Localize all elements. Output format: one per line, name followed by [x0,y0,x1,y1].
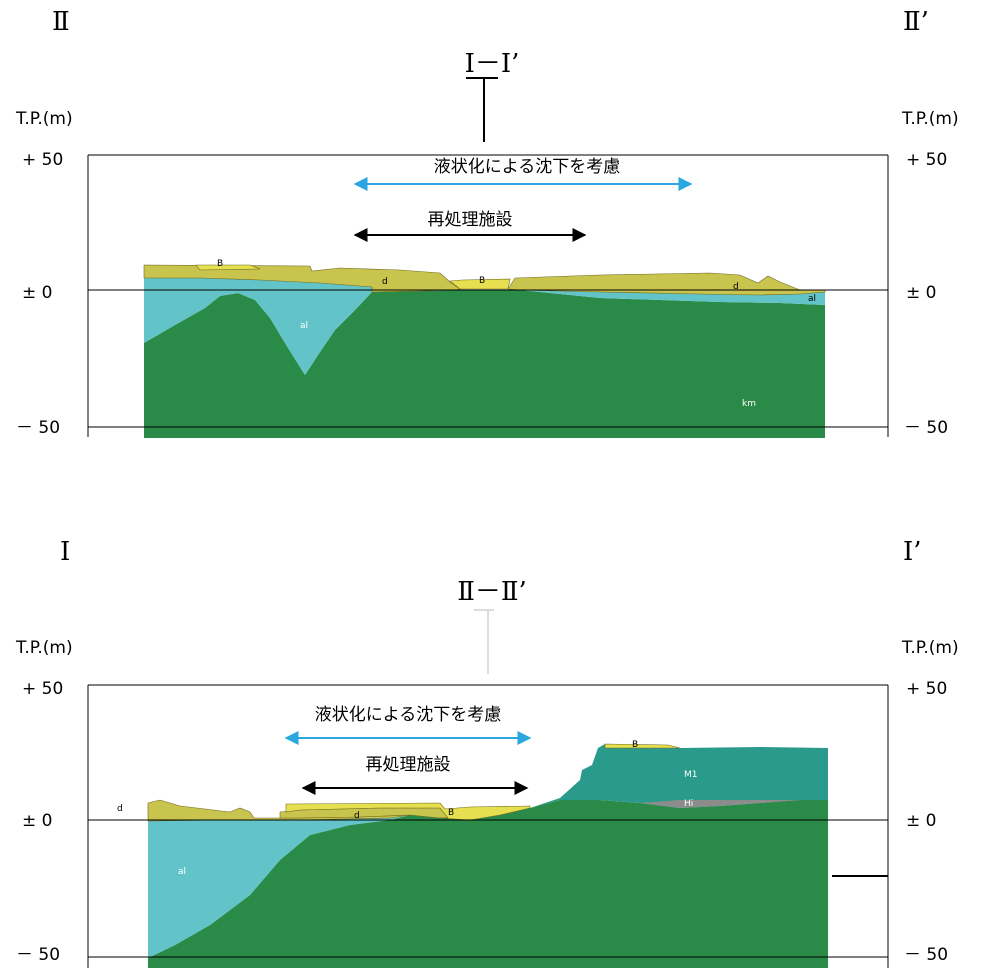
section-top-label-B2: B [479,276,485,286]
section-top-zero-right: ± 0 [906,283,936,303]
section-bottom-layer-B-top [604,743,681,749]
section-bottom-plus50-right: + 50 [906,679,947,699]
section-bottom-layer-km [148,800,828,968]
section-top: Ⅱ Ⅱ’ Ⅰ－Ⅰ’ T.P.(m) + 50 ± 0 － 50 T.P.(m) … [15,7,959,438]
section-bottom-label-M1: M1 [684,770,698,780]
section-bottom-label-al: al [178,867,186,877]
section-top-layer-B2 [449,278,511,290]
section-top-left-end-label: Ⅱ [52,7,70,37]
section-top-plus50-left: + 50 [22,150,63,170]
section-top-facility-label: 再処理施設 [428,210,513,230]
section-bottom-layer-al [148,815,410,958]
section-bottom-label-Hi: Hi [684,799,693,809]
section-top-label-B1: B [217,259,223,269]
section-top-layer-al [144,278,372,375]
section-top-plus50-right: + 50 [906,150,947,170]
section-bottom-left-end-label: Ⅰ [60,537,70,567]
section-top-label-d1: d [382,277,388,287]
section-bottom-label-d-mid: d [354,811,360,821]
section-bottom-right-end-label: Ⅰ’ [903,537,922,567]
section-bottom-tp-right: T.P.(m) [901,638,959,658]
section-bottom-label-d-left: d [117,804,123,814]
section-top-tp-right: T.P.(m) [901,109,959,129]
section-top-zero-left: ± 0 [22,283,52,303]
section-top-label-km: km [742,399,756,409]
section-top-layer-B1 [195,264,261,271]
section-bottom-zero-right: ± 0 [906,811,936,831]
section-top-right-end-label: Ⅱ’ [903,7,929,37]
section-bottom-label-B-mid: B [448,808,454,818]
section-bottom-liquefaction-label: 液状化による沈下を考慮 [315,705,502,725]
section-bottom-plus50-left: + 50 [22,679,63,699]
section-bottom-layer-M1 [530,744,828,808]
section-bottom: Ⅰ Ⅰ’ Ⅱ－Ⅱ’ T.P.(m) + 50 ± 0 － 50 T.P.(m) … [15,537,959,968]
section-bottom-zero-left: ± 0 [22,811,52,831]
section-bottom-minus50-right: － 50 [904,945,948,965]
section-top-tp-left: T.P.(m) [15,109,73,129]
section-top-minus50-right: － 50 [904,418,948,438]
section-top-minus50-left: － 50 [16,418,60,438]
section-top-cross-label: Ⅰ－Ⅰ’ [465,49,520,79]
section-bottom-tp-left: T.P.(m) [15,638,73,658]
section-top-label-al-right: al [808,294,816,304]
section-top-label-d2: d [733,282,739,292]
section-top-layer-km [144,290,825,438]
section-bottom-cross-label: Ⅱ－Ⅱ’ [457,577,527,607]
section-top-liquefaction-label: 液状化による沈下を考慮 [434,157,621,177]
section-bottom-label-B-top: B [632,740,638,750]
section-bottom-layer-Hi [640,800,800,808]
section-bottom-facility-label: 再処理施設 [366,755,451,775]
section-top-label-al-valley: al [300,321,308,331]
section-top-layer-al-right [520,290,825,305]
section-bottom-minus50-left: － 50 [16,945,60,965]
